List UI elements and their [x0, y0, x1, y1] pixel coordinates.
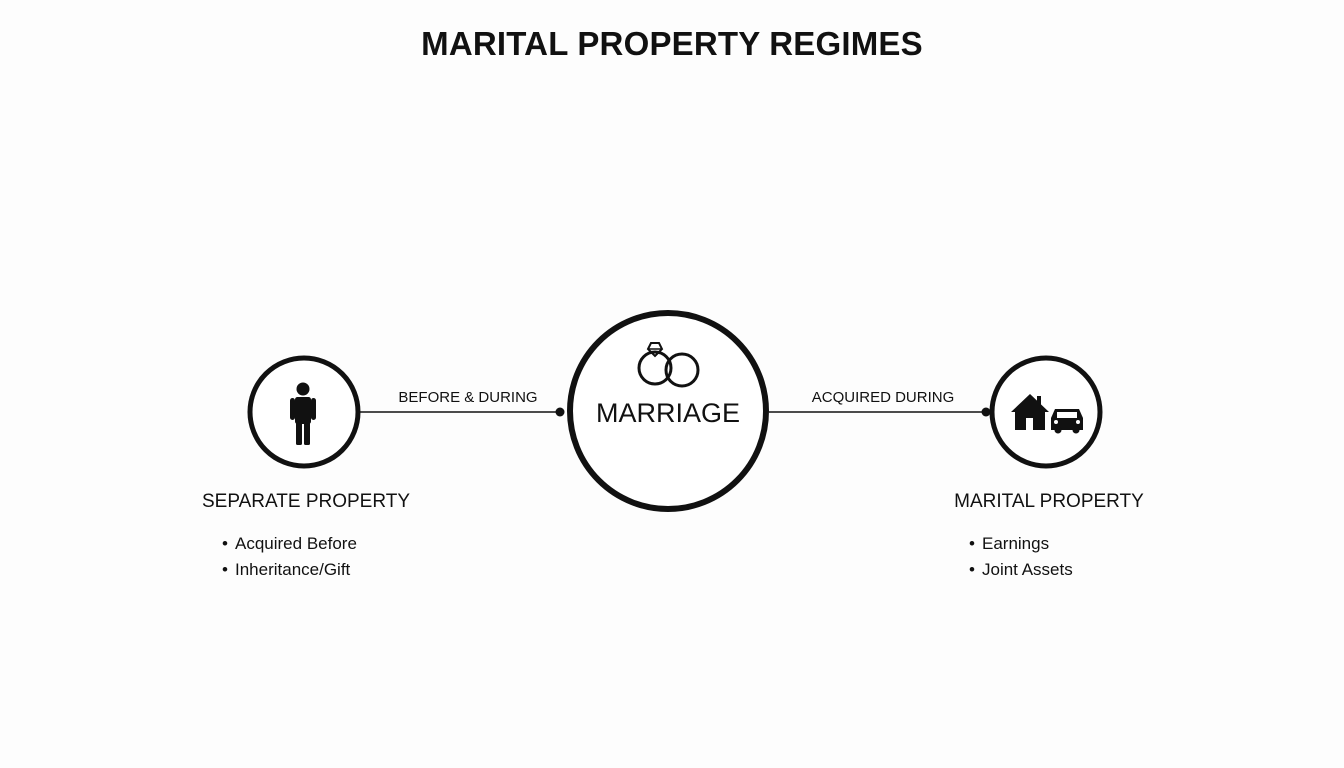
- marriage-node: [567, 310, 769, 512]
- edge-label-right: ACQUIRED DURING: [811, 389, 955, 406]
- connector-left-dot: [555, 407, 565, 417]
- connector-right-dot: [981, 407, 991, 417]
- marital-property-title: MARITAL PROPERTY: [954, 491, 1144, 512]
- wedding-rings-icon: [637, 342, 700, 388]
- list-item: Inheritance/Gift: [222, 557, 357, 583]
- list-item: Acquired Before: [222, 531, 357, 557]
- list-item: Joint Assets: [969, 557, 1073, 583]
- marriage-label: MARRIAGE: [595, 398, 741, 428]
- list-item: Earnings: [969, 531, 1073, 557]
- person-icon: [290, 382, 316, 445]
- house-and-car-icon: [1011, 394, 1083, 434]
- marital-property-list: Earnings Joint Assets: [969, 531, 1073, 583]
- marital-property-node: [989, 355, 1103, 469]
- diagram-title: MARITAL PROPERTY REGIMES: [421, 25, 923, 62]
- separate-property-node: [247, 355, 361, 469]
- edge-label-left: BEFORE & DURING: [398, 389, 538, 406]
- separate-property-title: SEPARATE PROPERTY: [202, 491, 410, 512]
- separate-property-list: Acquired Before Inheritance/Gift: [222, 531, 357, 583]
